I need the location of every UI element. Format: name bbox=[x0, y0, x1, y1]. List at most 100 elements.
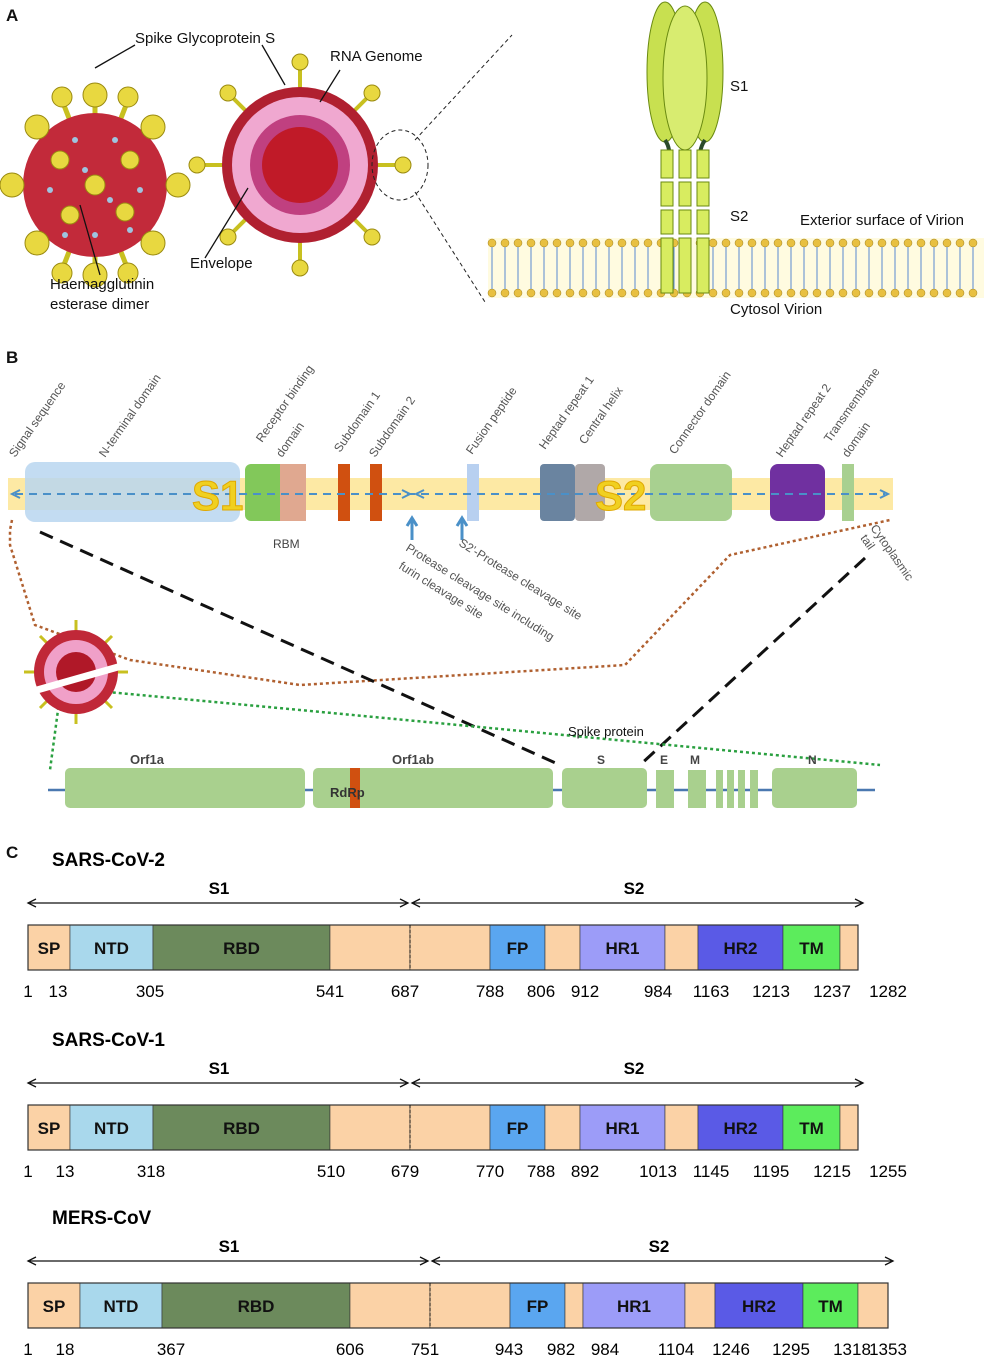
position-label: 1013 bbox=[639, 1162, 677, 1181]
domain-box bbox=[509, 1282, 566, 1329]
domain-label-signal: Signal sequence bbox=[6, 379, 69, 460]
domain-box bbox=[409, 924, 491, 971]
position-label: 788 bbox=[527, 1162, 555, 1181]
domain-label: HR1 bbox=[605, 1119, 639, 1138]
domain-box bbox=[579, 924, 666, 971]
domain-label: RBD bbox=[223, 1119, 260, 1138]
position-label: 1215 bbox=[813, 1162, 851, 1181]
position-label: 13 bbox=[49, 982, 68, 1001]
panel-a-letter: A bbox=[6, 6, 19, 25]
gene-s: S bbox=[597, 753, 605, 767]
domain-box bbox=[544, 1104, 581, 1151]
gene-n: N bbox=[808, 753, 817, 767]
domain-label: RBD bbox=[223, 939, 260, 958]
virion-membrane bbox=[487, 238, 984, 298]
domain-label-ntd: N-terminal domain bbox=[96, 371, 164, 459]
domain-box bbox=[684, 1282, 716, 1329]
position-label: 912 bbox=[571, 982, 599, 1001]
position-label: 1 bbox=[23, 1162, 32, 1181]
position-label: 1295 bbox=[772, 1340, 810, 1358]
position-label: 13 bbox=[56, 1162, 75, 1181]
position-label: 943 bbox=[495, 1340, 523, 1358]
position-label: 1213 bbox=[752, 982, 790, 1001]
domain-label-fusion: Fusion peptide bbox=[463, 384, 520, 457]
gene-orf1ab: Orf1ab bbox=[392, 752, 434, 767]
label-esterase-dimer: esterase dimer bbox=[50, 296, 150, 313]
domain-label-rbd-1: Receptor binding bbox=[253, 362, 317, 444]
domain-label: FP bbox=[507, 1119, 529, 1138]
position-label: 788 bbox=[476, 982, 504, 1001]
domain-box bbox=[27, 1282, 81, 1329]
domain-label-hr2: Heptad repeat 2 bbox=[773, 381, 834, 460]
domain-box bbox=[329, 1104, 411, 1151]
position-label: 1 bbox=[23, 1340, 32, 1358]
domain-box bbox=[839, 924, 859, 971]
domain-label: FP bbox=[527, 1297, 549, 1316]
spike-protein-label: Spike protein bbox=[568, 724, 644, 739]
gene-orf1a: Orf1a bbox=[130, 752, 165, 767]
domain-label: HR2 bbox=[723, 939, 757, 958]
position-label: 1353 bbox=[869, 1340, 907, 1358]
domain-label-connector: Connector domain bbox=[666, 368, 734, 456]
s1-label: S1 bbox=[219, 1237, 240, 1256]
domain-box bbox=[714, 1282, 804, 1329]
domain-box bbox=[839, 1104, 859, 1151]
domain-label: FP bbox=[507, 939, 529, 958]
domain-box bbox=[857, 1282, 889, 1329]
position-label: 1145 bbox=[693, 1162, 730, 1181]
position-label: 984 bbox=[644, 982, 672, 1001]
gene-e: E bbox=[660, 753, 668, 767]
position-label: 367 bbox=[157, 1340, 185, 1358]
domain-box bbox=[69, 924, 154, 971]
s2-label: S2 bbox=[624, 1059, 645, 1078]
domain-label: NTD bbox=[104, 1297, 139, 1316]
position-label: 1195 bbox=[753, 1162, 790, 1181]
domain-label: HR2 bbox=[723, 1119, 757, 1138]
domain-box bbox=[664, 924, 699, 971]
gene-rdrp: RdRp bbox=[330, 785, 365, 800]
s1-label: S1 bbox=[209, 1059, 230, 1078]
position-label: 1318 bbox=[833, 1340, 871, 1358]
label-exterior-surface: Exterior surface of Virion bbox=[800, 212, 964, 229]
domain-label: HR1 bbox=[617, 1297, 651, 1316]
panel-b-figure: Signal sequence N-terminal domain Recept… bbox=[6, 362, 916, 808]
domain-label: SP bbox=[38, 1119, 61, 1138]
domain-label: HR1 bbox=[605, 939, 639, 958]
rbm-label: RBM bbox=[273, 537, 300, 551]
position-label: 1163 bbox=[693, 982, 730, 1001]
domain-labels: Signal sequence N-terminal domain Recept… bbox=[6, 362, 883, 459]
position-label: 770 bbox=[476, 1162, 504, 1181]
big-s2-label: S2 bbox=[595, 472, 646, 519]
domain-box bbox=[409, 1104, 491, 1151]
position-label: 510 bbox=[317, 1162, 345, 1181]
domain-label: SP bbox=[43, 1297, 66, 1316]
domain-box bbox=[349, 1282, 431, 1329]
panel-a-figure bbox=[0, 1, 984, 303]
label-rna-genome: RNA Genome bbox=[330, 48, 423, 65]
domain-box bbox=[79, 1282, 163, 1329]
label-haemagglutinin: Haemagglutinin bbox=[50, 276, 155, 293]
s2-label: S2 bbox=[624, 879, 645, 898]
position-label: 1282 bbox=[869, 982, 907, 1001]
domain-label: RBD bbox=[238, 1297, 275, 1316]
domain-box bbox=[329, 924, 411, 971]
position-label: 318 bbox=[137, 1162, 165, 1181]
virion-whole bbox=[0, 82, 191, 288]
s1-label: S1 bbox=[209, 879, 230, 898]
spike-protein-drawing bbox=[646, 1, 724, 294]
position-label: 687 bbox=[391, 982, 419, 1001]
small-virion bbox=[24, 620, 128, 724]
domain-box bbox=[664, 1104, 699, 1151]
position-label: 1 bbox=[23, 982, 32, 1001]
position-label: 1104 bbox=[658, 1340, 695, 1358]
panel-b-letter: B bbox=[6, 348, 19, 367]
label-envelope: Envelope bbox=[190, 255, 253, 272]
domain-box bbox=[544, 924, 581, 971]
position-label: 18 bbox=[56, 1340, 75, 1358]
position-label: 984 bbox=[591, 1340, 619, 1358]
position-label: 606 bbox=[336, 1340, 364, 1358]
label-spike-glycoprotein: Spike Glycoprotein S bbox=[135, 30, 276, 47]
